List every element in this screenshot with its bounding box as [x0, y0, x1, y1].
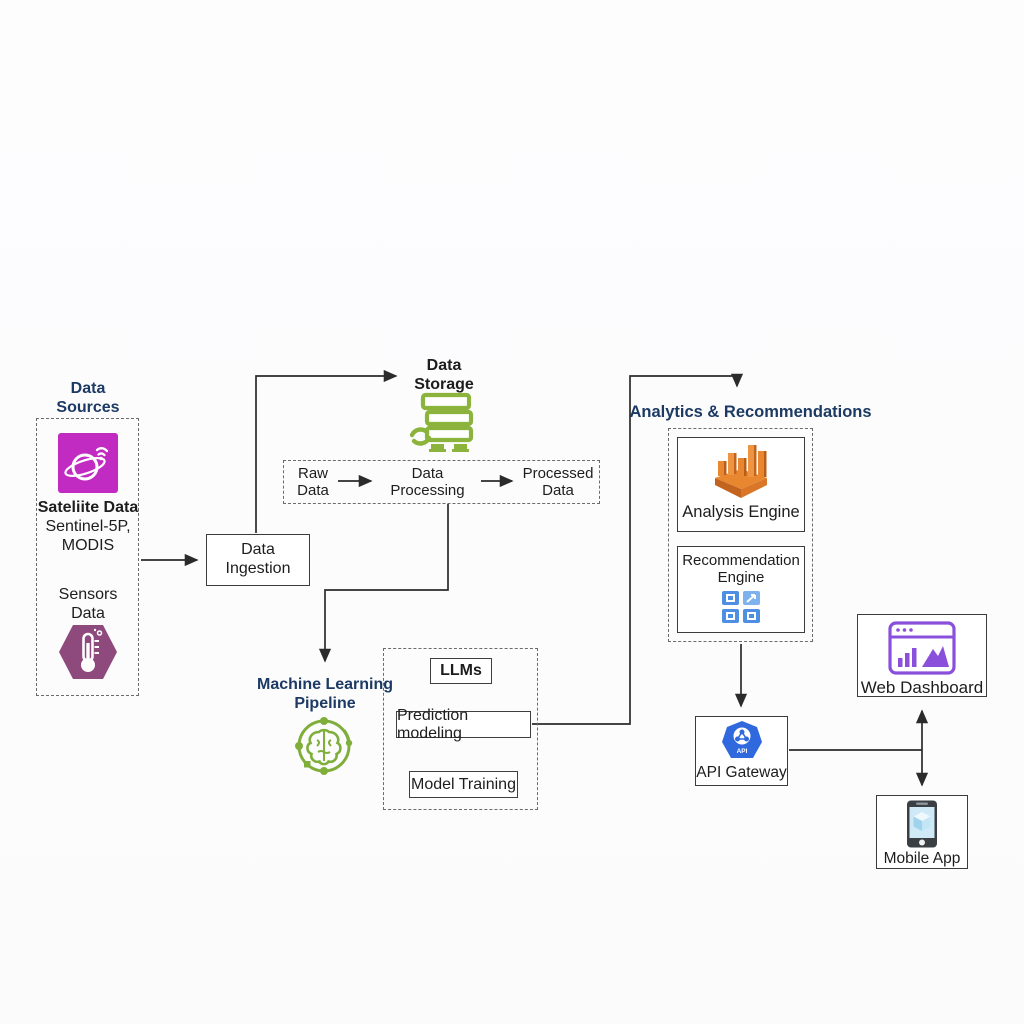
data-ingestion-box: Data Ingestion: [206, 534, 310, 586]
raw-data-label: Raw Data: [285, 465, 341, 500]
data-storage-line2: Storage: [414, 375, 474, 393]
data-storage-line1: Data: [426, 357, 462, 374]
processed-data-line1: Processed: [522, 465, 594, 482]
llms-box: LLMs: [430, 658, 492, 684]
data-storage-label: Data Storage: [394, 357, 494, 394]
modis-label: MODIS: [61, 536, 115, 554]
ml-pipeline-container: [383, 648, 538, 810]
data-sources-title-line1: Data: [70, 380, 106, 397]
analysis-engine-label: Analysis Engine: [682, 503, 800, 521]
data-processing-line1: Data: [411, 465, 444, 482]
ml-brain-icon: [292, 714, 356, 778]
mobile-app-box: Mobile App: [876, 795, 968, 869]
api-gateway-label: API Gateway: [696, 764, 787, 781]
arrow-processing-to-ml: [318, 504, 449, 663]
svg-text:API: API: [736, 748, 747, 755]
arrow-ingestion-to-storage: [255, 369, 398, 533]
raw-data-line1: Raw: [297, 465, 328, 482]
recommendation-engine-label: Recommendation Engine: [682, 552, 800, 587]
ml-title-line2: Pipeline: [294, 694, 356, 712]
sensors-data-label: Sensors Data: [33, 586, 143, 623]
processed-data-line2: Data: [542, 482, 574, 500]
smartphone-cube-icon: [906, 800, 938, 848]
thermometer-hexagon-icon: [56, 621, 120, 683]
analysis-engine-box: Analysis Engine: [677, 437, 805, 532]
browser-analytics-icon: [888, 621, 956, 675]
raw-data-line2: Data: [297, 482, 329, 500]
data-ingestion-line1: Data: [241, 541, 275, 559]
database-stack-icon: [406, 392, 476, 460]
sensors-label-line1: Sensors: [58, 586, 118, 603]
ml-title-line1: Machine Learning: [256, 676, 394, 693]
recommendation-line1: Recommendation: [682, 552, 800, 569]
sensors-label-line2: Data: [71, 604, 105, 622]
sentinel-label: Sentinel-5P,: [45, 518, 131, 535]
heptagon-network-icon: API: [720, 720, 764, 762]
satellite-data-label: Sateliite Data: [37, 499, 139, 516]
prediction-modeling-box: Prediction modeling: [396, 707, 531, 742]
processed-data-label: Processed Data: [518, 465, 598, 500]
bar-chart-3d-icon: [705, 441, 777, 501]
recommendation-engine-box: Recommendation Engine: [677, 546, 805, 633]
data-sources-title-line2: Sources: [56, 398, 120, 416]
satellite-sub-label: Sentinel-5P, MODIS: [33, 518, 143, 555]
data-ingestion-label: Data Ingestion: [226, 541, 291, 578]
web-dashboard-label: Web Dashboard: [860, 678, 984, 697]
data-sources-title: Data Sources: [30, 380, 146, 417]
data-sources-container: [36, 418, 139, 696]
ml-pipeline-title: Machine Learning Pipeline: [245, 676, 405, 713]
mobile-app-label: Mobile App: [883, 850, 961, 867]
data-processing-label: Data Processing: [379, 465, 476, 500]
analytics-title: Analytics & Recommendations: [629, 403, 872, 421]
data-ingestion-line2: Ingestion: [225, 560, 291, 577]
recommendation-line2: Engine: [717, 569, 765, 587]
model-training-box: Model Training: [409, 771, 518, 798]
api-gateway-box: API API Gateway: [695, 716, 788, 786]
web-dashboard-box: Web Dashboard: [857, 614, 987, 697]
satellite-planet-icon: [58, 433, 118, 493]
data-processing-line2: Processing: [390, 482, 465, 500]
blue-squares-grid-icon: [721, 590, 761, 624]
